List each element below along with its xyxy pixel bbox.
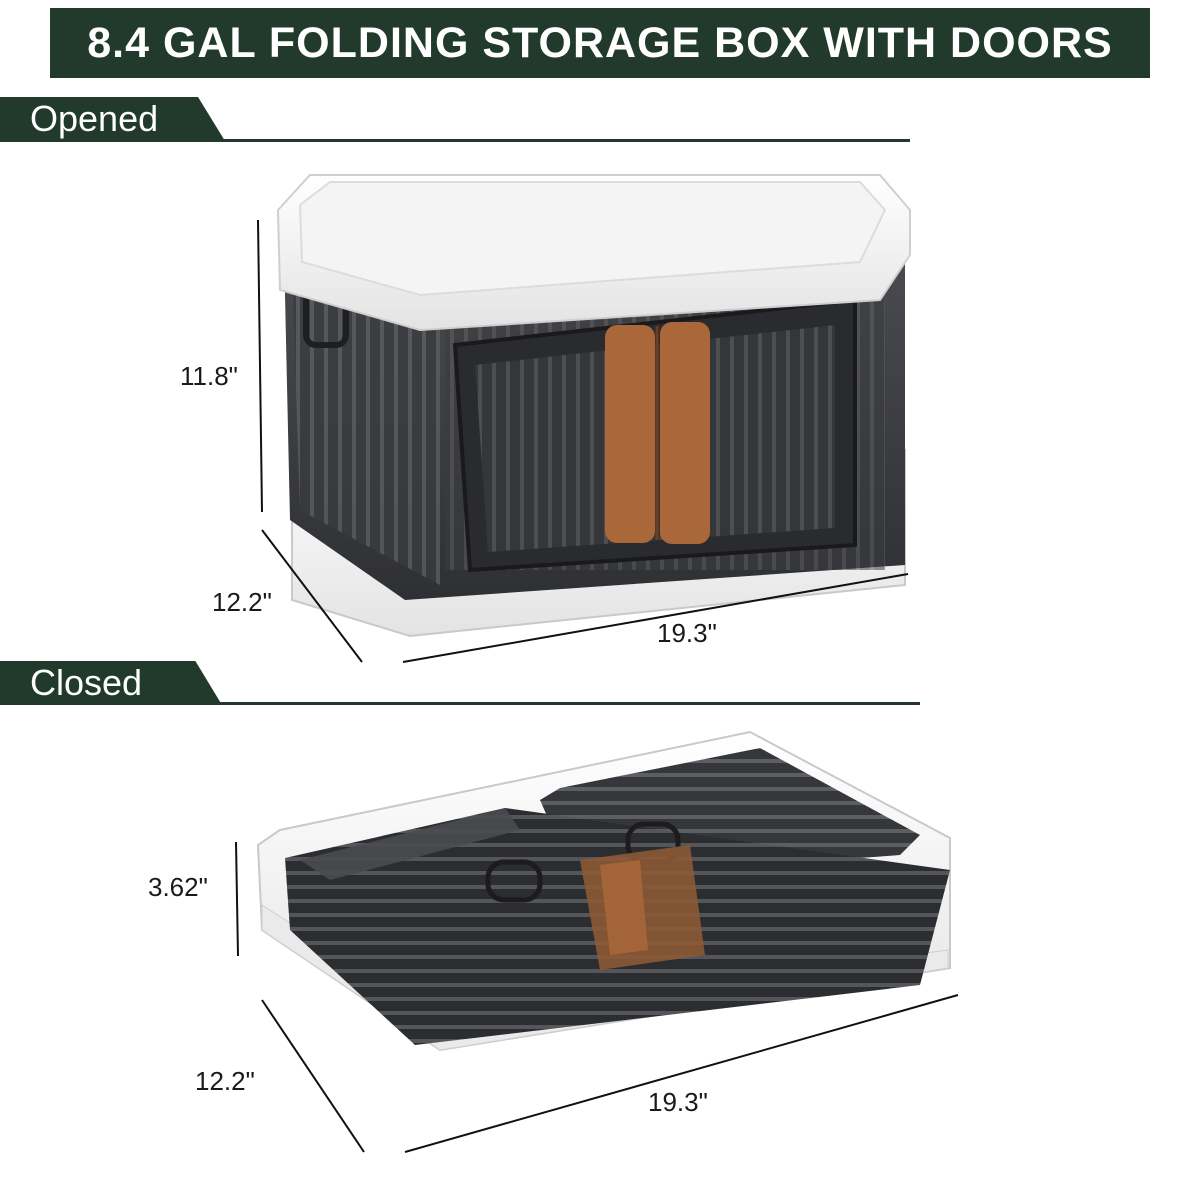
closed-box-illustration [256, 730, 951, 1052]
opened-depth-label: 12.2" [212, 587, 272, 617]
opened-box-illustration [276, 174, 911, 638]
section-divider-closed [0, 702, 920, 705]
opened-box-lid-inner [298, 181, 887, 297]
opened-width-label: 19.3" [657, 618, 717, 648]
closed-height-line [235, 841, 239, 957]
opened-height-line [257, 219, 263, 513]
door-handle-left [605, 325, 655, 543]
closed-width-label: 19.3" [648, 1087, 708, 1117]
closed-depth-label: 12.2" [195, 1066, 255, 1096]
opened-width-line [402, 573, 909, 663]
opened-height-label: 11.8" [180, 361, 238, 391]
closed-width-line [404, 994, 959, 1153]
section-tab-opened: Opened [0, 97, 225, 141]
opened-box-side-panel [292, 270, 440, 585]
section-divider-opened [0, 139, 910, 142]
opened-depth-line [261, 529, 363, 663]
section-tab-closed: Closed [0, 661, 222, 705]
closed-box-door-section [540, 748, 920, 880]
closed-handle-slot-left [485, 859, 543, 903]
closed-dimensions: 3.62" 12.2" 19.3" [148, 841, 959, 1153]
closed-height-label: 3.62" [148, 872, 208, 902]
opened-dimensions: 11.8" 12.2" 19.3" [180, 219, 909, 663]
closed-depth-line [261, 999, 365, 1153]
door-handle-right [660, 322, 710, 544]
page-title: 8.4 GAL FOLDING STORAGE BOX WITH DOORS [50, 8, 1150, 78]
